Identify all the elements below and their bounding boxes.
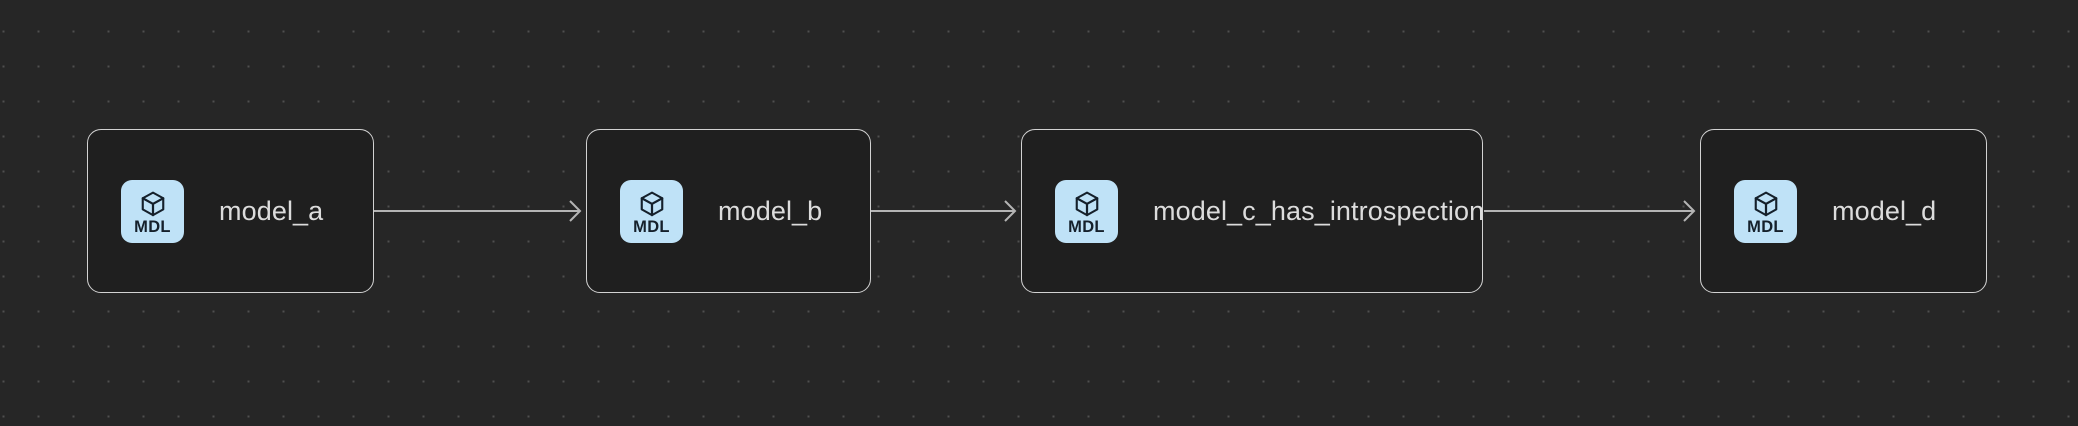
cube-icon <box>640 191 663 216</box>
graph-node-model_c_has_introspection[interactable]: MDL model_c_has_introspection <box>1021 129 1485 293</box>
cube-icon <box>1754 191 1777 216</box>
badge-label: MDL <box>633 217 670 236</box>
edge-arrowhead-icon <box>1004 200 1017 222</box>
cube-icon <box>1075 191 1098 216</box>
graph-edge-model_b-to-model_c_has_introspection[interactable] <box>871 200 1017 222</box>
node-label-model_a: model_a <box>219 195 324 226</box>
edge-arrowhead-icon <box>1683 200 1696 222</box>
cube-icon <box>141 191 164 216</box>
node-label-model_b: model_b <box>718 195 823 226</box>
model-badge-model_d: MDL <box>1734 179 1797 243</box>
badge-label: MDL <box>1068 217 1105 236</box>
graph-node-model_a[interactable]: MDL model_a <box>87 129 374 293</box>
graph-node-model_b[interactable]: MDL model_b <box>586 129 871 293</box>
graph-edge-model_c_has_introspection-to-model_d[interactable] <box>1484 200 1696 222</box>
node-label-model_c_has_introspection: model_c_has_introspection <box>1153 195 1485 226</box>
graph-edge-model_a-to-model_b[interactable] <box>374 200 582 222</box>
edge-arrowhead-icon <box>569 200 582 222</box>
model-badge-model_b: MDL <box>620 179 683 243</box>
graph-node-model_d[interactable]: MDL model_d <box>1700 129 1987 293</box>
node-label-model_d: model_d <box>1832 195 1937 226</box>
model-badge-model_c_has_introspection: MDL <box>1055 179 1118 243</box>
model-badge-model_a: MDL <box>121 179 184 243</box>
badge-label: MDL <box>1747 217 1784 236</box>
badge-label: MDL <box>134 217 171 236</box>
